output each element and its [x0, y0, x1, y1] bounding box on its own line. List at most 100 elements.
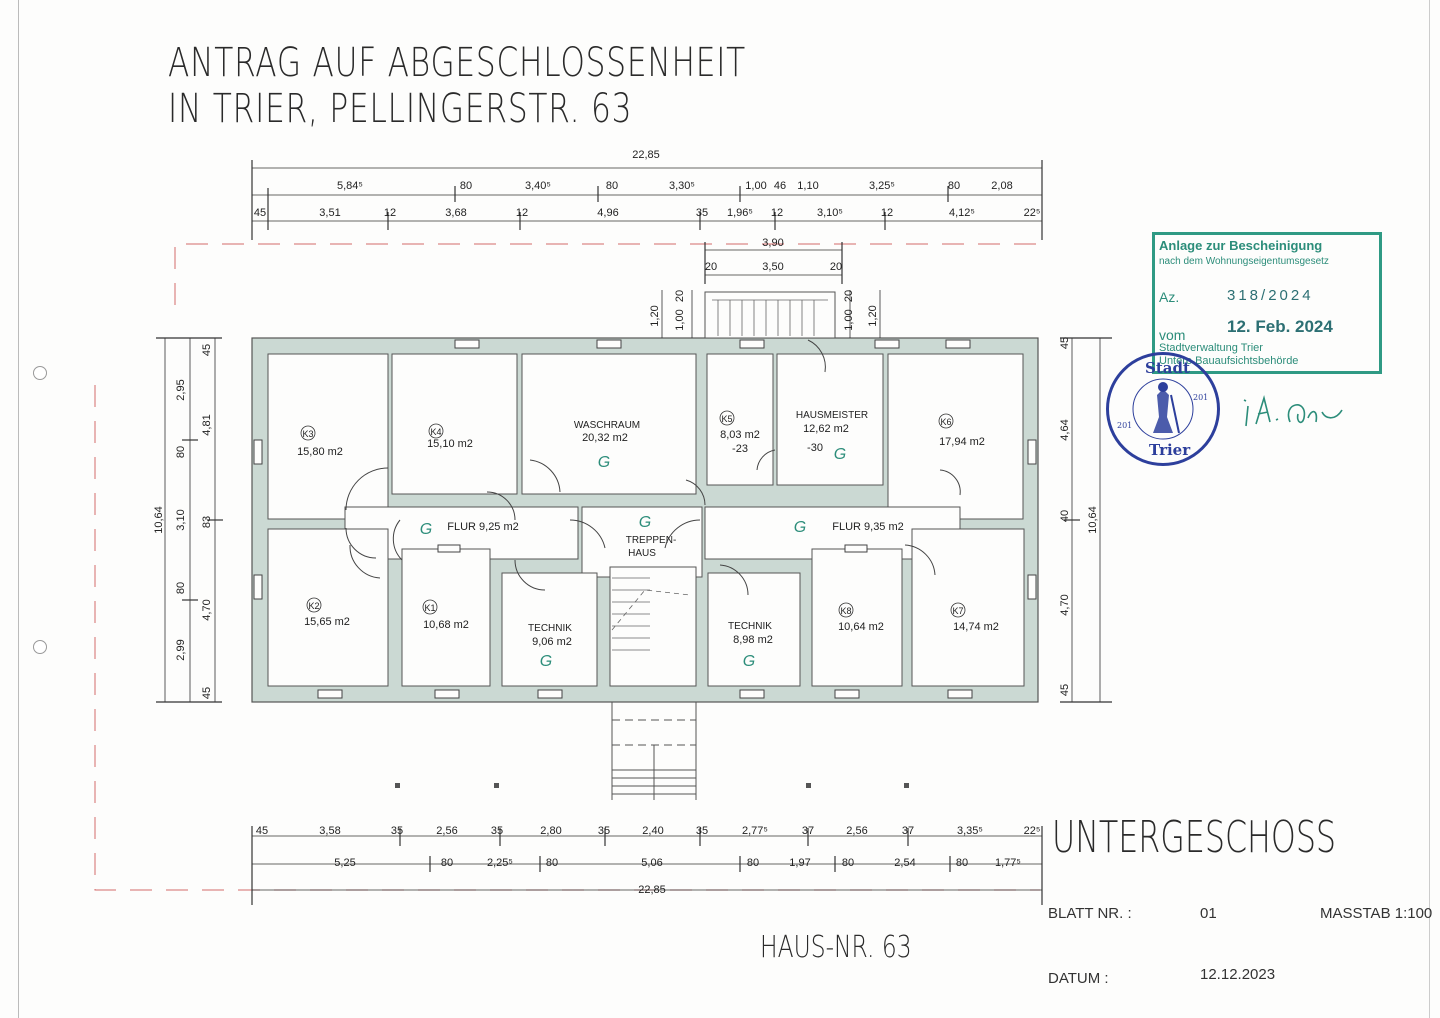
- dim-top-r2: 45: [254, 207, 266, 219]
- dim-top-r1: 1,00: [745, 180, 766, 192]
- dim-bottom-r2: 5,25: [334, 857, 355, 869]
- datum-value: 12.12.2023: [1200, 966, 1276, 983]
- dim-top-r2: 3,68: [445, 207, 466, 219]
- dim-top-r2: 3,10⁵: [817, 207, 843, 219]
- dim-bottom-r1: 2,40: [642, 825, 663, 837]
- room-mark: G: [598, 454, 610, 471]
- stamp-vom-label: vom: [1159, 327, 1186, 343]
- room-name: TECHNIK: [728, 621, 772, 632]
- dim-top-r2: 1,96⁵: [727, 207, 753, 219]
- room-hausmeister: HAUSMEISTER 12,62 m2 -30 G: [796, 410, 868, 463]
- room-k8: K8 10,64 m2: [838, 602, 884, 633]
- dim-top-r2: 12: [384, 207, 396, 219]
- dim-bottom-r2: 80: [441, 857, 453, 869]
- dim-bottom-r2: 80: [956, 857, 968, 869]
- dim-bottom-r2: 80: [842, 857, 854, 869]
- room-id: K7: [952, 606, 963, 616]
- room-id: K2: [308, 601, 319, 611]
- dim-bottom-r1: 35: [491, 825, 503, 837]
- dim-right-c1: 40: [1059, 510, 1071, 522]
- stamp-az-label: Az.: [1159, 289, 1180, 305]
- paper-edge-left: [18, 0, 19, 1018]
- punch-hole-top: [33, 366, 47, 380]
- dim-left-c2: 4,81: [201, 414, 213, 435]
- title-line-2: IN TRIER, PELLINGERSTR. 63: [168, 86, 633, 132]
- dim-left-c2: 45: [201, 687, 213, 699]
- room-area: 8,98 m2: [733, 634, 773, 646]
- dim-stair-side: 1,20: [867, 305, 879, 326]
- dim-left-c2: 4,70: [201, 599, 213, 620]
- dim-bottom-r1: 3,35⁵: [957, 825, 983, 837]
- room-area: 10,64 m2: [838, 621, 884, 633]
- dim-top-r1: 3,40⁵: [525, 180, 551, 192]
- dim-bottom-r1: 35: [598, 825, 610, 837]
- room-area: 17,94 m2: [939, 436, 985, 448]
- dim-top-r2: 3,51: [319, 207, 340, 219]
- dim-top-r1: 80: [460, 180, 472, 192]
- paper-edge-right: [1429, 0, 1430, 1018]
- room-mark: G: [834, 446, 846, 463]
- dim-stair-side: 20: [843, 290, 855, 302]
- room-name: TREPPEN-: [626, 535, 677, 546]
- dim-bottom-r1: 2,56: [846, 825, 867, 837]
- room-mark: G: [639, 514, 651, 531]
- room-k7: K7 14,74 m2: [950, 602, 999, 633]
- dim-stair-top: 20: [830, 261, 842, 273]
- room-k1: K1 10,68 m2: [422, 599, 469, 631]
- dim-top-r2: 35: [696, 207, 708, 219]
- dim-bottom-r2: 2,25⁵: [487, 857, 513, 869]
- dim-bottom-r2: 80: [546, 857, 558, 869]
- dim-bottom-r2: 80: [747, 857, 759, 869]
- dim-right-outer: 10,64: [1087, 506, 1099, 534]
- dim-top-total: 22,85: [632, 149, 660, 161]
- room-id: K3: [302, 429, 313, 439]
- punch-hole-bottom: [33, 640, 47, 654]
- room-area: 20,32 m2: [582, 432, 628, 444]
- room-mark: G: [420, 521, 432, 538]
- dim-bottom-r2: 2,54: [894, 857, 915, 869]
- seal-figure-icon: [1132, 378, 1194, 440]
- room-area: 8,03 m2: [720, 429, 760, 441]
- city-seal: Stadt Trier 201 201: [1106, 352, 1220, 466]
- dim-left-c2: 83: [201, 516, 213, 528]
- dim-bottom-r1: 22⁵: [1024, 825, 1041, 837]
- room-area: 10,68 m2: [423, 619, 469, 631]
- room-area: 15,65 m2: [304, 616, 350, 628]
- dim-left-c1: 80: [175, 446, 187, 458]
- stamp-line-2: nach dem Wohnungseigentumsgesetz: [1159, 256, 1329, 267]
- dim-top-r2: 12: [516, 207, 528, 219]
- dim-stair-side: 1,00: [674, 309, 686, 330]
- signature: [1243, 395, 1343, 427]
- blatt-value: 01: [1200, 905, 1217, 922]
- datum-label: DATUM :: [1048, 970, 1109, 987]
- dim-stair-top: 3,90: [762, 237, 783, 249]
- dim-bottom-r2: 1,77⁵: [995, 857, 1021, 869]
- room-mark: G: [540, 653, 552, 670]
- dim-right-c1: 4,64: [1059, 419, 1071, 440]
- room-technik-east: TECHNIK 8,98 m2 G: [728, 621, 773, 670]
- dim-top-r2: 12: [771, 207, 783, 219]
- room-flur-west: G FLUR 9,25 m2: [420, 521, 519, 538]
- dim-top-r1: 80: [948, 180, 960, 192]
- dim-top-r2: 22⁵: [1024, 207, 1041, 219]
- dim-bottom-r1: 35: [696, 825, 708, 837]
- house-label: HAUS-NR. 63: [760, 930, 912, 965]
- room-mark: G: [794, 519, 806, 536]
- blatt-label: BLATT NR. :: [1048, 905, 1132, 922]
- dim-right-c1: 45: [1059, 684, 1071, 696]
- room-name: FLUR 9,25 m2: [447, 521, 519, 533]
- room-area: 12,62 m2: [803, 423, 849, 435]
- room-flur-east: G FLUR 9,35 m2: [794, 519, 904, 536]
- dim-right-c1: 4,70: [1059, 594, 1071, 615]
- dim-left-c2: 45: [201, 344, 213, 356]
- building-walls: [251, 291, 1039, 800]
- room-k6: K6 17,94 m2: [938, 413, 985, 448]
- dim-bottom-r2: 5,06: [641, 857, 662, 869]
- room-waschraum: WASCHRAUM 20,32 m2 G: [574, 420, 640, 471]
- dim-stair-top: 3,50: [762, 261, 783, 273]
- dim-right-c1: 45: [1059, 337, 1071, 349]
- title-line-1: ANTRAG AUF ABGESCHLOSSENHEIT: [168, 40, 747, 86]
- dim-bottom-r1: 37: [802, 825, 814, 837]
- dim-top-r2: 12: [881, 207, 893, 219]
